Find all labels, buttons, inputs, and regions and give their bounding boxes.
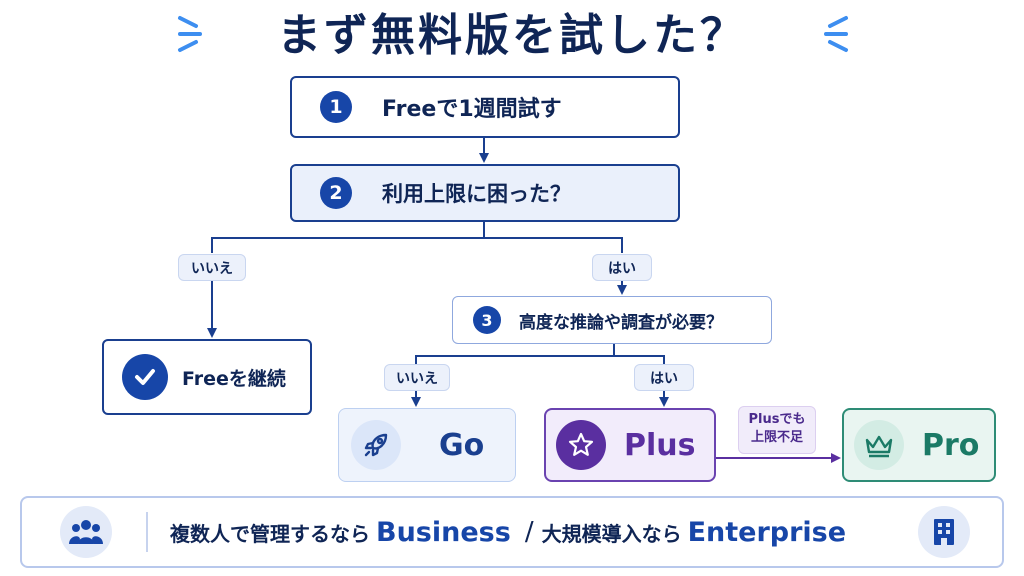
plus-note-line2: 上限不足 bbox=[750, 430, 803, 445]
free-continue-box: Freeを継続 bbox=[102, 339, 312, 415]
plan-plus-label: Plus bbox=[624, 427, 696, 463]
page-title: まず無料版を試した？ bbox=[277, 10, 747, 61]
plan-pro-box: Pro bbox=[842, 408, 996, 482]
step-2-text: 利用上限に困った？ bbox=[382, 182, 571, 206]
step-2-box: 2 利用上限に困った？ bbox=[290, 164, 680, 222]
branch-s2 bbox=[211, 222, 485, 253]
plan-plus-box: Plus bbox=[544, 408, 716, 482]
star-icon bbox=[556, 420, 606, 470]
footer-business: Business bbox=[376, 516, 511, 548]
plan-pro-label: Pro bbox=[922, 427, 980, 463]
crown-icon bbox=[854, 420, 904, 470]
branch-label-yes-2: はい bbox=[634, 364, 694, 391]
plan-go-label: Go bbox=[439, 427, 485, 463]
footer-text-large: 大規模導入なら bbox=[541, 521, 682, 546]
branch-s3 bbox=[415, 344, 615, 365]
footer-message: 複数人で管理するなら Business / 大規模導入なら Enterprise bbox=[170, 498, 852, 566]
plan-go-box: Go bbox=[338, 408, 516, 482]
sparkle-left-icon bbox=[178, 16, 202, 52]
branch-label-yes: はい bbox=[592, 254, 652, 281]
branch-label-no: いいえ bbox=[178, 254, 246, 281]
sparkle-right-icon bbox=[824, 16, 848, 52]
branch-label-no-2: いいえ bbox=[384, 364, 450, 391]
step-2-number: 2 bbox=[320, 177, 352, 209]
step-1-number: 1 bbox=[320, 91, 352, 123]
step-1-text: Freeで1週間試す bbox=[382, 97, 562, 122]
plus-shortage-note: Plusでも 上限不足 bbox=[738, 406, 816, 454]
footer-divider bbox=[146, 512, 148, 552]
footer-text-team: 複数人で管理するなら bbox=[170, 521, 370, 546]
step-1-box: 1 Freeで1週間試す bbox=[290, 76, 680, 138]
footer-enterprise: Enterprise bbox=[687, 516, 847, 548]
step-3-number: 3 bbox=[473, 306, 501, 334]
building-icon bbox=[918, 506, 970, 558]
people-icon bbox=[60, 506, 112, 558]
step-3-text: 高度な推論や調査が必要？ bbox=[519, 312, 723, 333]
free-continue-label: Freeを継続 bbox=[182, 367, 286, 390]
rocket-icon bbox=[351, 420, 401, 470]
check-icon bbox=[122, 354, 168, 400]
branch-s2-yes-line bbox=[484, 237, 623, 253]
footer-slash: / bbox=[524, 517, 534, 547]
step-3-box: 3 高度な推論や調査が必要？ bbox=[452, 296, 772, 344]
plus-note-line1: Plusでも bbox=[748, 412, 806, 427]
footer-banner: 複数人で管理するなら Business / 大規模導入なら Enterprise bbox=[20, 496, 1004, 568]
